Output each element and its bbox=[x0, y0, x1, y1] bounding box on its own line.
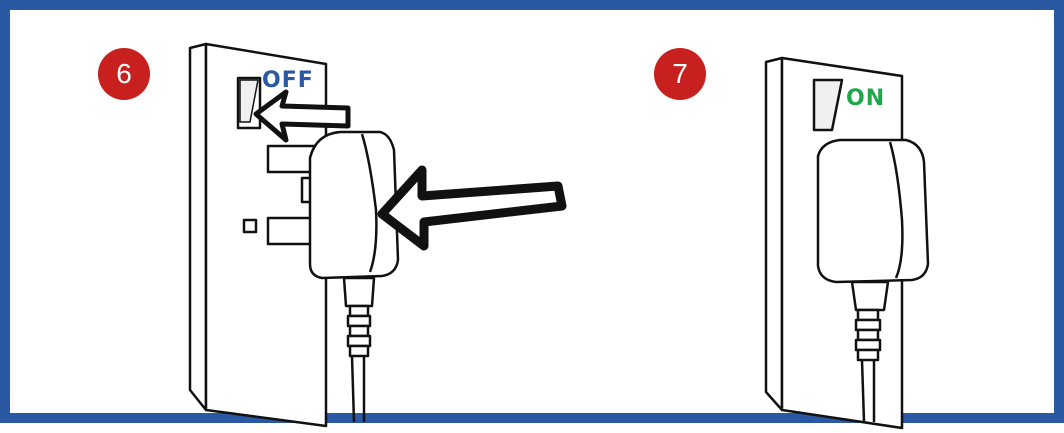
step7-plug bbox=[816, 138, 930, 284]
step6-switch-arrow bbox=[253, 89, 351, 143]
step6-illustration bbox=[188, 42, 567, 428]
step7-switch bbox=[812, 78, 844, 132]
step7-socket-plate bbox=[764, 56, 784, 412]
step7-cord bbox=[850, 280, 890, 312]
step7-illustration bbox=[764, 56, 930, 430]
step6-socket-plate bbox=[188, 42, 208, 412]
step6-cord bbox=[342, 276, 376, 308]
on-label: ON bbox=[846, 86, 886, 111]
illustration-svg bbox=[188, 42, 930, 430]
step-6-badge: 6 bbox=[98, 48, 150, 100]
step6-plug-arrow bbox=[377, 165, 567, 251]
step-7-badge: 7 bbox=[654, 48, 706, 100]
off-label: OFF bbox=[262, 68, 314, 93]
